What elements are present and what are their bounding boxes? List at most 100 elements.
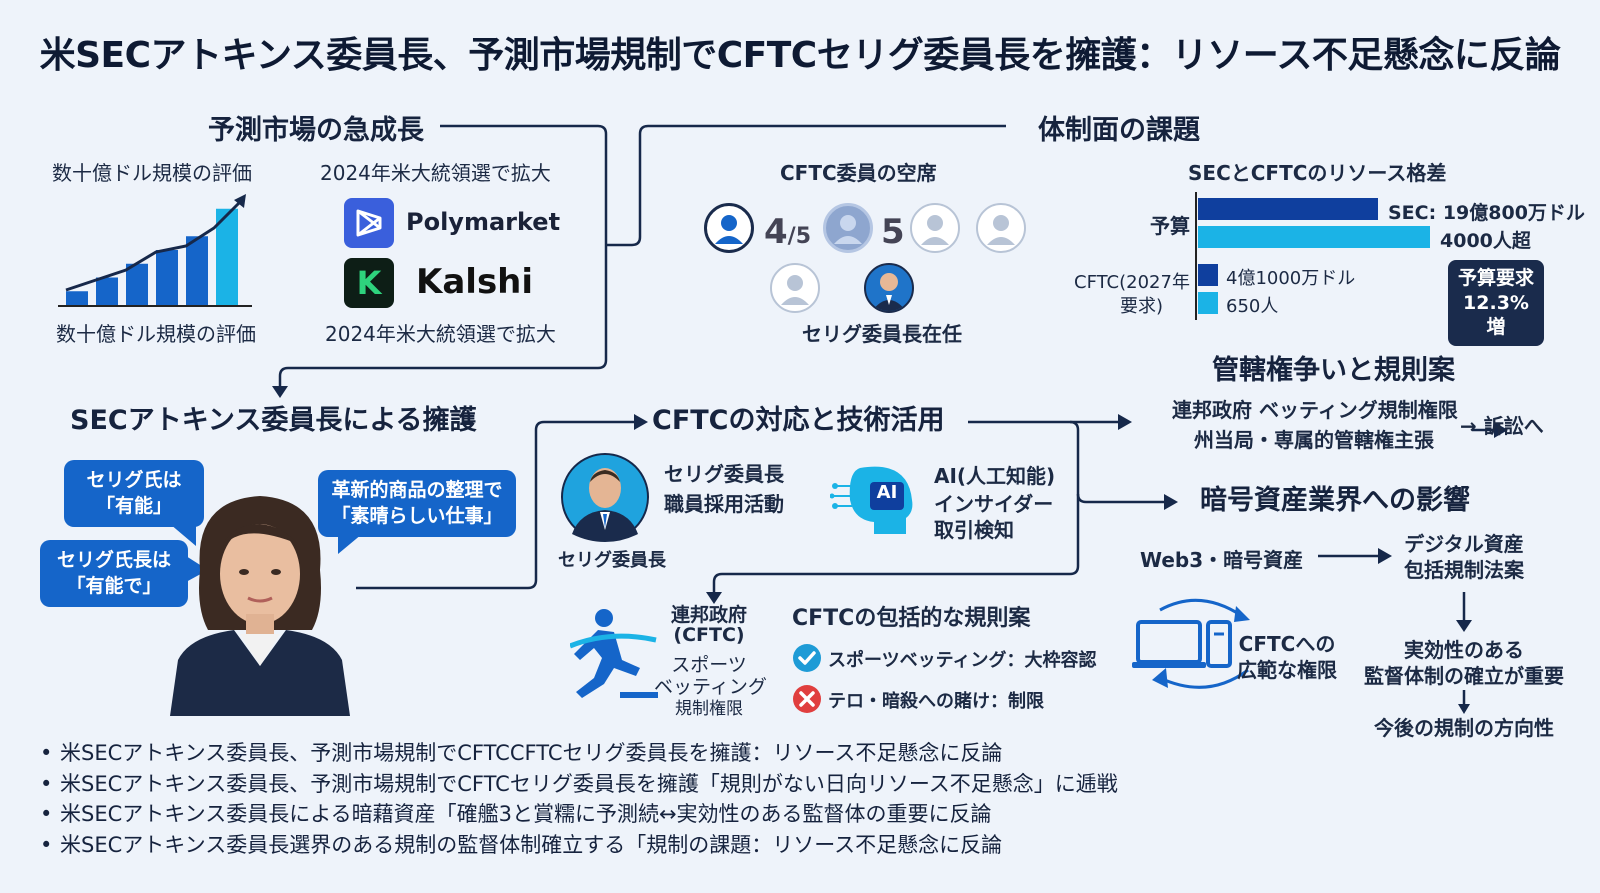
trend-arrow-line — [65, 200, 242, 292]
growth-label-top-right: 2024年米大統領選で拡大 — [320, 161, 551, 185]
ai-line3: 取引検知 — [934, 518, 1014, 542]
bubble3-line1: 革新的商品の整理で — [331, 479, 503, 501]
resource-gap-title: SECとCFTCのリソース格差 — [1188, 161, 1447, 185]
fed-line5: 規制権限 — [675, 699, 743, 719]
sec-staff-value: 4000人超 — [1440, 230, 1531, 252]
cross-icon — [793, 685, 821, 713]
kalshi-name: Kalshi — [416, 262, 534, 302]
growth-bar — [156, 250, 178, 305]
fed-line3: スポーツ — [671, 654, 747, 676]
budget-request-tag-line2: 12.3%増 — [1463, 291, 1529, 339]
growth-bar — [96, 277, 118, 305]
vacancy-count-total: 5 — [881, 212, 905, 252]
growth-bar-chart — [58, 194, 252, 307]
fed-line4: ベッティング — [654, 676, 767, 698]
cftc-power-line2: 広範な権限 — [1237, 658, 1337, 682]
bullet-item: 米SECアトキンス委員長による暗藉資産「確艦3と賞糯に予測続↔実効性のある監督体… — [40, 799, 1118, 830]
atkins-portrait-icon — [170, 496, 350, 716]
commissioner-avatar-filled — [704, 203, 754, 253]
bubble2-tail — [186, 556, 208, 582]
bullet-item: 米SECアトキンス委員長、予測市場規制でCFTCCFTCセリグ委員長を擁護：リソ… — [40, 738, 1118, 769]
speech-bubble-great-work: 革新的商品の整理で 「素晴らしい仕事」 — [318, 470, 516, 538]
lawsuit-label: → 訴訟へ — [1460, 414, 1544, 438]
vacant-seat-avatar-1 — [910, 203, 960, 253]
ai-badge-text: AI — [876, 482, 898, 503]
sports-runner-icon — [570, 609, 658, 698]
growth-bar — [66, 291, 88, 305]
rules-title: CFTCの包括的な規則案 — [792, 606, 1031, 631]
bubble1-line2: 「有能」 — [95, 494, 172, 517]
budget-request-tag: 予算要求 12.3%増 — [1448, 260, 1544, 347]
selig-in-office-label: セリグ委員長在任 — [802, 322, 962, 346]
vacancy-title: CFTC委員の空席 — [780, 161, 937, 185]
vacant-seat-avatar-2 — [976, 203, 1026, 253]
trend-arrow-head — [234, 194, 246, 208]
selig-recruit-line1: セリグ委員長 — [664, 462, 784, 486]
cftc-staff-value: 650人 — [1226, 296, 1279, 317]
connector-to-crypto — [1069, 420, 1166, 504]
cftc-request-label-1: CFTC(2027年 — [1074, 272, 1190, 293]
bubble3-tail — [338, 534, 362, 554]
ai-line1: AI(人工知能) — [934, 464, 1056, 488]
future-direction: 今後の規制の方向性 — [1374, 716, 1554, 740]
speech-bubble-capable-1: セリグ氏は 「有能」 — [64, 460, 204, 528]
connector-to-structure — [606, 124, 1006, 247]
resource-axis — [1195, 192, 1197, 320]
cftc-budget-bar — [1198, 264, 1218, 286]
fed-line2: (CFTC) — [673, 624, 745, 646]
selig-portrait-icon — [864, 263, 914, 313]
device-sync-icon — [1132, 598, 1250, 689]
cftc-staff-bar — [1198, 292, 1218, 314]
rules-restrict: テロ・暗殺への賭け：制限 — [828, 691, 1044, 712]
digital-bill-line1: デジタル資産 — [1404, 532, 1524, 556]
jurisdiction-line1: 連邦政府 ベッティング規制権限 — [1172, 398, 1458, 422]
check-icon — [793, 644, 821, 672]
summary-bullets: 米SECアトキンス委員長、予測市場規制でCFTCCFTCセリグ委員長を擁護：リソ… — [40, 738, 1118, 860]
ai-head-icon — [830, 466, 913, 534]
rules-approve: スポーツベッティング：大枠容認 — [828, 650, 1097, 671]
connector-to-rules — [712, 494, 1080, 594]
connector-growth-to-atkins — [278, 124, 608, 388]
growth-label-top-left: 数十億ドル規模の評価 — [52, 161, 252, 185]
cftc-power-line1: CFTCへの — [1238, 632, 1336, 656]
crypto-heading: 暗号資産業界への影響 — [1200, 485, 1470, 516]
jurisdiction-line2: 州当局・専属的管轄権主張 — [1194, 428, 1434, 452]
selig-portrait-large-icon — [561, 453, 649, 542]
page-title: 米SECアトキンス委員長、予測市場規制でCFTCセリグ委員長を擁護：リソース不足… — [39, 35, 1561, 76]
cftc-request-label-2: 要求) — [1120, 296, 1164, 317]
selig-caption: セリグ委員長 — [558, 550, 666, 571]
growth-label-bottom-right: 2024年米大統領選で拡大 — [325, 322, 556, 346]
polymarket-icon — [344, 198, 394, 248]
vacancy-count-den: /5 — [787, 224, 812, 249]
growth-bar — [126, 263, 148, 305]
sec-staff-bar — [1198, 226, 1430, 248]
fed-line1: 連邦政府 — [670, 604, 747, 626]
growth-heading: 予測市場の急成長 — [208, 115, 424, 146]
effective-line2: 監督体制の確立が重要 — [1364, 664, 1564, 688]
connector-atkins-to-cftc — [356, 420, 636, 590]
ai-line2: インサイダー — [934, 492, 1054, 516]
budget-label: 予算 — [1150, 214, 1190, 238]
structure-heading: 体制面の課題 — [1038, 115, 1200, 146]
bubble1-tail — [170, 524, 196, 546]
commissioner-avatar-shaded — [823, 203, 873, 253]
bullet-item: 米SECアトキンス委員長選界のある規制の監督体制確立する「規制の課題：リソース不… — [40, 830, 1118, 861]
growth-bar — [186, 236, 208, 305]
budget-request-tag-line1: 予算要求 — [1457, 267, 1534, 289]
cftc-budget-value: 4億1000万ドル — [1226, 268, 1356, 289]
vacant-seat-avatar-3 — [770, 263, 820, 313]
selig-recruit-line2: 職員採用活動 — [664, 492, 784, 516]
web3-label: Web3・暗号資産 — [1140, 548, 1304, 572]
growth-bar — [216, 208, 238, 305]
speech-bubble-capable-2: セリグ氏長は 「有能で」 — [40, 540, 188, 608]
digital-bill-line2: 包括規制法案 — [1404, 558, 1524, 582]
polymarket-name: Polymarket — [406, 208, 561, 236]
bubble1-line1: セリグ氏は — [86, 469, 182, 491]
bubble3-line2: 「素晴らしい仕事」 — [331, 504, 503, 527]
effective-line1: 実効性のある — [1404, 638, 1524, 662]
jurisdiction-heading: 管轄権争いと規則案 — [1212, 355, 1455, 386]
bullet-item: 米SECアトキンス委員長、予測市場規制でCFTCセリグ委員長を擁護「規則がない日… — [40, 769, 1118, 800]
sec-budget-value: SEC: 19億800万ドル — [1388, 202, 1585, 224]
cftc-response-heading: CFTCの対応と技術活用 — [652, 405, 945, 436]
